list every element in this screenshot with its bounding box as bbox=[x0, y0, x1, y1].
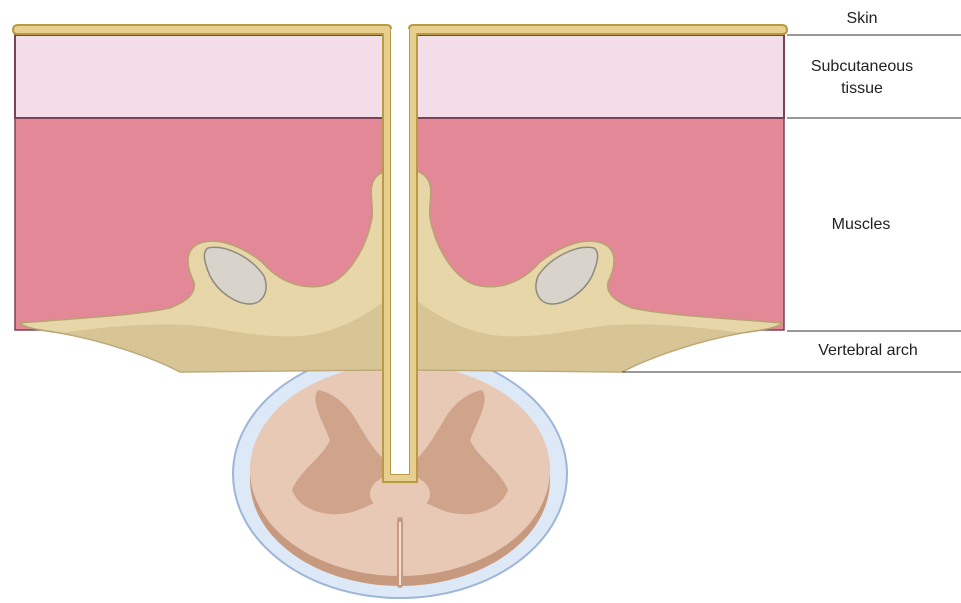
needle-track bbox=[391, 29, 409, 474]
muscles-label: Muscles bbox=[801, 215, 921, 234]
skin-label: Skin bbox=[812, 9, 912, 28]
subcutaneous-label-line2: tissue bbox=[791, 79, 933, 98]
vertebral-arch-label: Vertebral arch bbox=[796, 341, 940, 360]
subcutaneous-label-line1: Subcutaneous bbox=[791, 57, 933, 76]
